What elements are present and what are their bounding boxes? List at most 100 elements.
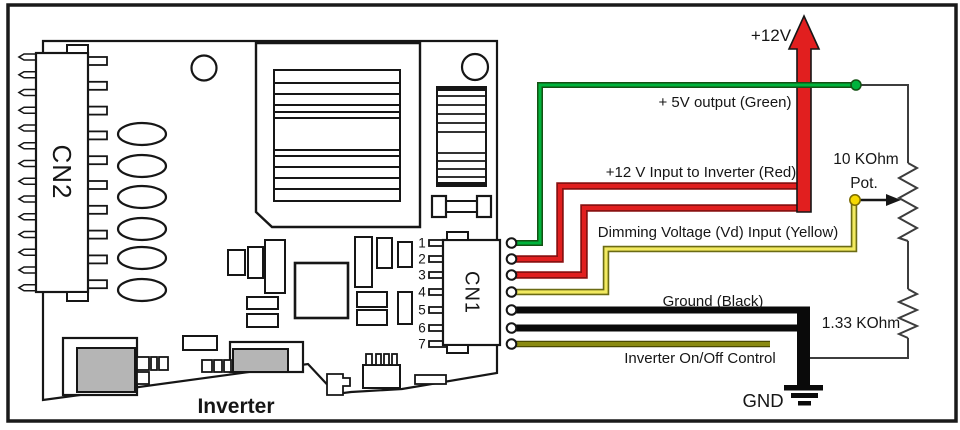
wire-dimming-yellow	[514, 204, 858, 296]
label-gnd: GND	[742, 390, 783, 411]
green-junction-dot	[850, 79, 862, 91]
relay-pin	[383, 353, 390, 366]
cn2-right-stub	[87, 56, 108, 66]
pin-number-1: 1	[418, 236, 426, 251]
cn2-connector: CN2	[17, 44, 108, 302]
cn2-left-pin	[17, 195, 37, 203]
transformer-windings	[274, 82, 400, 190]
pin-number-4: 4	[418, 285, 426, 300]
cn1-body	[441, 238, 502, 347]
cn1-bottom-tab	[446, 344, 469, 354]
cn1-label: CN1	[461, 271, 483, 314]
capacitor	[116, 121, 168, 147]
cn2-left-pin	[17, 159, 37, 168]
relay-component	[362, 353, 401, 389]
transformer-small-2	[201, 340, 305, 374]
fuse-body	[445, 200, 478, 213]
pin-number-6: 6	[418, 321, 426, 336]
cn2-right-stub	[87, 105, 108, 116]
label-dimming: Dimming Voltage (Vd) Input (Yellow)	[598, 224, 838, 241]
label-pot-value: 10 KOhm	[833, 151, 898, 168]
smd-part	[397, 291, 413, 325]
cn2-left-pin	[17, 177, 37, 186]
cn2-left-pin	[17, 283, 37, 292]
cn1-top-tab	[446, 231, 469, 241]
relay-pin	[391, 353, 398, 366]
pin-number-3: 3	[418, 268, 426, 283]
smd-part	[182, 335, 218, 351]
capacitor	[116, 277, 168, 303]
smd-part	[247, 246, 264, 279]
cn2-left-pin	[17, 124, 37, 132]
cn2-right-stub	[87, 130, 108, 141]
cn1-terminal	[505, 304, 518, 316]
choke-block	[436, 86, 487, 187]
cn2-left-pin	[17, 248, 37, 257]
choke-bottom-band	[437, 182, 486, 186]
cn2-label: CN2	[47, 144, 77, 199]
cn1-pin-terminals	[505, 237, 518, 350]
t1-pin	[158, 356, 169, 371]
cn2-left-pin	[17, 141, 37, 150]
capacitor	[116, 153, 168, 179]
cn2-left-pin	[17, 53, 37, 61]
cn2-left-pin	[17, 212, 37, 221]
label-ground: Ground (Black)	[663, 293, 764, 310]
t1-pin	[136, 371, 150, 385]
resistor-network	[806, 84, 920, 359]
cn2-left-pin	[17, 70, 37, 79]
smd-part	[354, 236, 373, 288]
choke-outline	[436, 86, 487, 187]
capacitor	[116, 184, 168, 210]
cn2-body	[34, 51, 90, 294]
cn1-pin-numbers: 1 2 3 4 5 6 7	[418, 236, 426, 352]
t2-pin	[223, 359, 232, 373]
transformer-small-1	[61, 336, 169, 397]
cn2-right-stub	[87, 80, 108, 91]
cn1-terminal	[505, 286, 518, 298]
cn2-right-stub	[87, 180, 108, 190]
wiper-junction-dot	[849, 194, 861, 206]
smd-part	[246, 296, 279, 310]
label-board-name: Inverter	[197, 395, 274, 418]
smd-part	[356, 291, 388, 308]
ground-bus	[797, 306, 810, 387]
cn2-right-stub	[87, 229, 108, 240]
smd-part	[356, 309, 388, 326]
cn1-connector: CN1 1 2 3 4 5 6 7	[418, 231, 518, 354]
smd-part	[293, 261, 350, 320]
fuse-component	[430, 194, 493, 219]
label-12v-rail: +12V	[751, 26, 792, 45]
cn1-terminal	[505, 237, 518, 249]
cn2-left-pin	[17, 230, 37, 239]
transformer-core	[273, 69, 401, 202]
t1-pin	[150, 356, 158, 371]
cn1-terminal	[505, 338, 518, 350]
smd-part	[264, 239, 286, 294]
cn2-right-stub	[87, 279, 108, 290]
smd-components	[182, 236, 447, 385]
mounting-hole-right	[460, 52, 490, 82]
t2-core	[232, 348, 289, 373]
mounting-hole-left	[190, 54, 218, 82]
label-onoff: Inverter On/Off Control	[624, 350, 775, 367]
wire-12v-red-1	[514, 182, 804, 263]
potentiometer	[896, 162, 920, 242]
line-to-ground	[806, 338, 909, 359]
cn2-right-stub	[87, 155, 108, 166]
label-5v-output: + 5V output (Green)	[659, 94, 792, 111]
transformer-block	[254, 41, 422, 229]
choke-windings	[437, 95, 486, 178]
board-mounting-foot	[326, 373, 351, 396]
capacitor-column	[116, 121, 168, 303]
resistor-1k33	[896, 288, 920, 339]
line-to-pot	[856, 84, 909, 163]
cn2-right-stub	[87, 204, 108, 215]
wire-5v-green	[514, 82, 854, 246]
label-pot-word: Pot.	[850, 175, 878, 192]
ground-symbol	[784, 385, 823, 406]
fuse-cap-left	[430, 194, 448, 219]
pin-number-2: 2	[418, 252, 426, 267]
cn2-left-pin	[17, 106, 37, 115]
